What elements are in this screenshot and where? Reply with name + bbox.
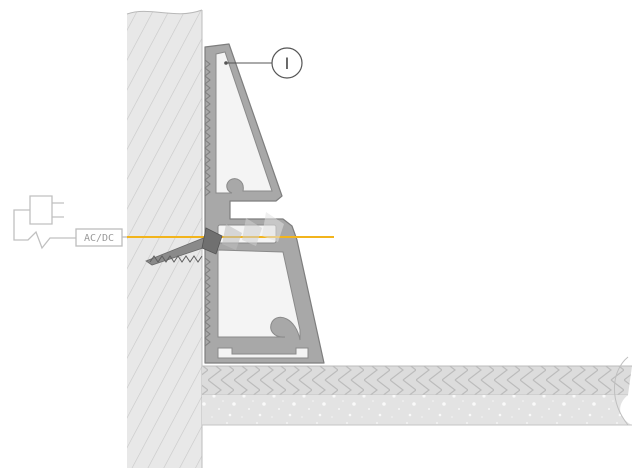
plug-icon — [29, 195, 64, 225]
power-supply-line-art — [13, 195, 127, 250]
ac-dc-label: AC/DC — [84, 233, 114, 244]
screw-insertion-motion — [222, 212, 284, 250]
callout-label: I — [285, 54, 290, 73]
wall — [126, 9, 203, 468]
floor-finish-layer — [202, 365, 632, 396]
callout-marker — [224, 47, 303, 79]
aluminium-profile — [204, 43, 325, 364]
floor-screed-layer — [202, 356, 632, 426]
fixing-screw — [145, 227, 223, 266]
